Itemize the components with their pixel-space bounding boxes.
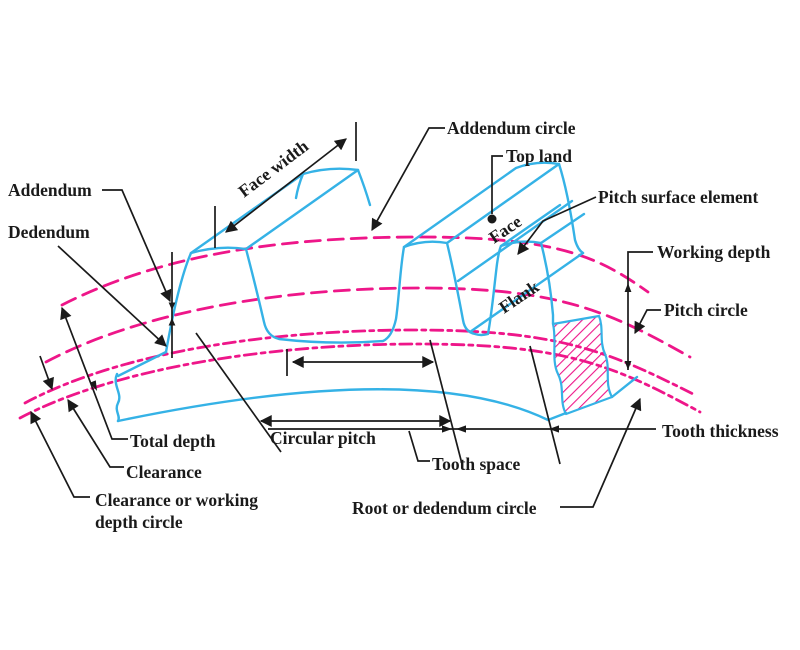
working-depth-circle-leader-line: [30, 410, 90, 498]
label-clearance-working-line2: depth circle: [95, 512, 183, 532]
pitch-circle-arc: [44, 286, 692, 364]
dimension-arrowhead-right-on-ext2: [442, 425, 452, 433]
label-face-width: Face width: [234, 136, 312, 202]
label-total-depth: Total depth: [130, 431, 216, 451]
label-top-land: Top land: [506, 146, 572, 166]
rim-front-top-edge: [116, 350, 168, 378]
label-pitch-circle: Pitch circle: [664, 300, 748, 320]
working-depth-circle-arc: [23, 328, 697, 405]
working-depth-leader-line: [627, 251, 653, 370]
label-flank: Flank: [495, 276, 543, 317]
rim-rear-stub: [610, 375, 639, 399]
pitch-circle-leader-line: [634, 309, 661, 335]
tooth-profiles-front: [164, 240, 555, 354]
rim-inner-arc: [116, 388, 568, 423]
face-width-arrow: [225, 138, 347, 233]
label-tooth-space: Tooth space: [432, 454, 521, 474]
working-depth-down-arrowhead: [624, 361, 632, 370]
label-addendum: Addendum: [8, 180, 92, 200]
pitch-surface-element-leader-line: [517, 196, 597, 255]
extension-line-2: [429, 339, 463, 465]
top-land-stubs-tooth-c: [499, 203, 586, 248]
addendum-span-arrowhead: [168, 302, 176, 310]
label-dedendum: Dedendum: [8, 222, 90, 242]
clearance-leader-line: [67, 398, 124, 468]
label-working-depth: Working depth: [657, 242, 771, 262]
label-clearance: Clearance: [126, 462, 202, 482]
dimension-arrowhead-at-ext3: [549, 425, 559, 433]
working-depth-up-arrowhead: [624, 283, 632, 292]
addendum-circle-arc: [60, 235, 650, 307]
top-land-leader-line: [491, 155, 503, 214]
top-land-tooth-b: [402, 161, 561, 249]
reference-circles: [18, 235, 702, 420]
addendum-leader-line: [102, 189, 172, 303]
root-oblique-edge: [468, 251, 585, 334]
pitch-surface-element-line: [456, 199, 574, 283]
dedendum-leader-line: [57, 245, 167, 347]
tooth-space-leader-line: [408, 430, 430, 462]
label-root-circle: Root or dedendum circle: [352, 498, 537, 518]
label-addendum-circle: Addendum circle: [447, 118, 576, 138]
total-depth-root-arrowhead: [89, 380, 97, 391]
root-circle-arc: [18, 342, 702, 420]
dimension-arrowhead-left-of-ext2: [456, 425, 466, 433]
total-depth-leader-line: [60, 306, 128, 440]
labels: Addendum Dedendum Face width Addendum ci…: [8, 118, 779, 532]
tooth-section-hatched: [551, 314, 614, 416]
label-clearance-working-line1: Clearance or working: [95, 490, 258, 510]
dimension-lines: [30, 122, 661, 508]
label-circular-pitch: Circular pitch: [270, 428, 376, 448]
dedendum-span-arrowhead: [168, 318, 176, 326]
rear-right-flank-tooth-b: [557, 162, 585, 255]
rim-left-broken-edge: [114, 372, 121, 423]
top-land-leader-dot: [487, 214, 497, 224]
extension-line-1: [195, 332, 282, 453]
extension-line-3: [529, 345, 561, 465]
label-tooth-thickness: Tooth thickness: [662, 421, 779, 441]
label-pitch-surface-element: Pitch surface element: [598, 187, 759, 207]
root-circle-leader-line: [560, 397, 642, 508]
gear-outline: [114, 161, 639, 423]
clearance-measure-arrow: [39, 355, 54, 391]
addendum-circle-leader-line: [371, 127, 445, 232]
